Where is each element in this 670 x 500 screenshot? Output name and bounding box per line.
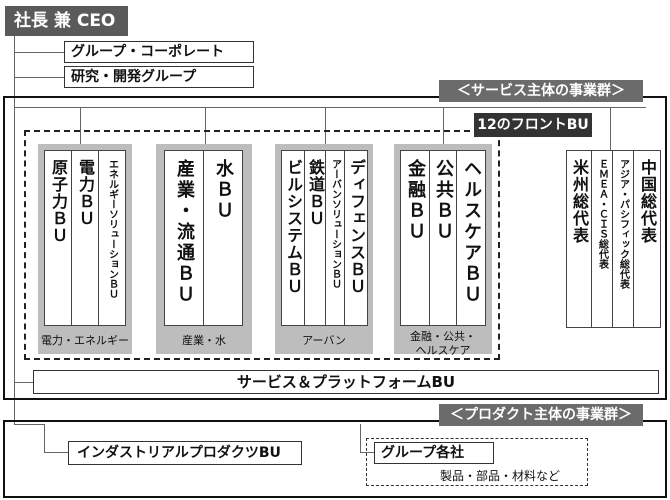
bu-label: 産業・流通ＢＵ — [174, 159, 195, 306]
connector-line — [14, 77, 64, 78]
unit-research-development: 研究・開発グループ — [64, 66, 254, 88]
business-group-urban: ビルシステムＢＵ 鉄道ＢＵ アーバンソリューションＢＵ ディフェンスＢＵ アーバ… — [275, 144, 373, 354]
bu-column: アーバンソリューションＢＵ — [325, 150, 345, 326]
business-group-finance-public-health: 金融ＢＵ 公共ＢＵ ヘルスケアＢＵ 金融・公共・ヘルスケア — [394, 144, 492, 357]
front-bu-frame — [24, 130, 500, 360]
bu-label: ヘルスケアＢＵ — [461, 159, 482, 306]
bu-column: ディフェンスＢＵ — [344, 150, 368, 326]
bu-label: 水ＢＵ — [213, 159, 234, 222]
connector-line — [80, 107, 81, 150]
connector-line — [44, 452, 68, 453]
bu-column: ビルシステムＢＵ — [281, 150, 305, 326]
connector-line — [360, 424, 361, 452]
group-label: 金融・公共・ヘルスケア — [410, 330, 476, 357]
group-companies-box: グループ各社 — [374, 442, 494, 464]
bu-label: 原子力ＢＵ — [49, 159, 68, 244]
service-group-frame — [3, 96, 667, 400]
bu-label: アーバンソリューションＢＵ — [329, 159, 341, 289]
bu-column: 鉄道ＢＵ — [304, 150, 326, 326]
connector-line — [14, 52, 64, 53]
bu-label: 金融ＢＵ — [405, 159, 426, 243]
region-label: アジア・パシフィック総代表 — [617, 159, 629, 289]
industrial-products-bu-box: インダストリアルプロダクツBU — [68, 441, 302, 465]
bu-column: 電力ＢＵ — [71, 150, 99, 326]
connector-line — [443, 107, 444, 150]
trunk-line — [14, 36, 15, 424]
business-group-industry-water: 産業・流通ＢＵ 水ＢＵ 産業・水 — [156, 144, 252, 354]
bu-column: 公共ＢＵ — [429, 150, 457, 326]
bu-label: エネルギーソリューションＢＵ — [106, 159, 118, 299]
group-companies-frame — [366, 438, 588, 486]
region-label: 中国総代表 — [638, 159, 657, 244]
product-group-frame — [3, 420, 667, 498]
bu-column: 水ＢＵ — [203, 150, 243, 326]
group-label: 電力・エネルギー — [41, 334, 129, 347]
group-label: 産業・水 — [182, 334, 226, 347]
platform-bu-box: サービス＆プラットフォームBU — [33, 370, 659, 394]
connector-line — [360, 452, 374, 453]
unit-group-corporate: グループ・コーポレート — [64, 41, 254, 63]
bu-column: 産業・流通ＢＵ — [164, 150, 204, 326]
connector-line — [14, 424, 44, 425]
bu-column: 金融ＢＵ — [400, 150, 430, 326]
ceo-box: 社長 兼 CEO — [5, 6, 128, 36]
connector-line — [14, 107, 646, 108]
connector-line — [325, 107, 326, 150]
region-column: ＥＭＥＡ・ＣＩＳ総代表 — [591, 150, 613, 328]
bu-label: 鉄道ＢＵ — [306, 159, 325, 227]
bu-label: ディフェンスＢＵ — [347, 159, 366, 295]
connector-line — [205, 107, 206, 150]
region-column: 米州総代表 — [566, 150, 592, 328]
service-group-tag: ＜サービス主体の事業群＞ — [439, 80, 643, 102]
connector-line — [44, 424, 45, 452]
bu-column: エネルギーソリューションＢＵ — [98, 150, 126, 326]
bu-label: 公共ＢＵ — [433, 159, 454, 243]
bu-label: ビルシステムＢＵ — [284, 159, 303, 295]
bu-column: 原子力ＢＵ — [44, 150, 72, 326]
business-group-energy: 原子力ＢＵ 電力ＢＵ エネルギーソリューションＢＵ 電力・エネルギー — [38, 144, 132, 354]
region-label: ＥＭＥＡ・ＣＩＳ総代表 — [596, 159, 608, 269]
region-label: 米州総代表 — [570, 159, 589, 244]
connector-line — [14, 382, 34, 383]
front-bu-tag: 12のフロントBU — [474, 113, 592, 137]
bu-label: 電力ＢＵ — [76, 159, 95, 227]
connector-line — [610, 107, 611, 150]
region-column: 中国総代表 — [633, 150, 661, 328]
region-column: アジア・パシフィック総代表 — [612, 150, 634, 328]
group-companies-note: 製品・部品・材料など — [440, 469, 561, 483]
bu-column: ヘルスケアＢＵ — [456, 150, 486, 326]
product-group-tag: ＜プロダクト主体の事業群＞ — [439, 404, 643, 426]
group-label: アーバン — [302, 334, 346, 347]
